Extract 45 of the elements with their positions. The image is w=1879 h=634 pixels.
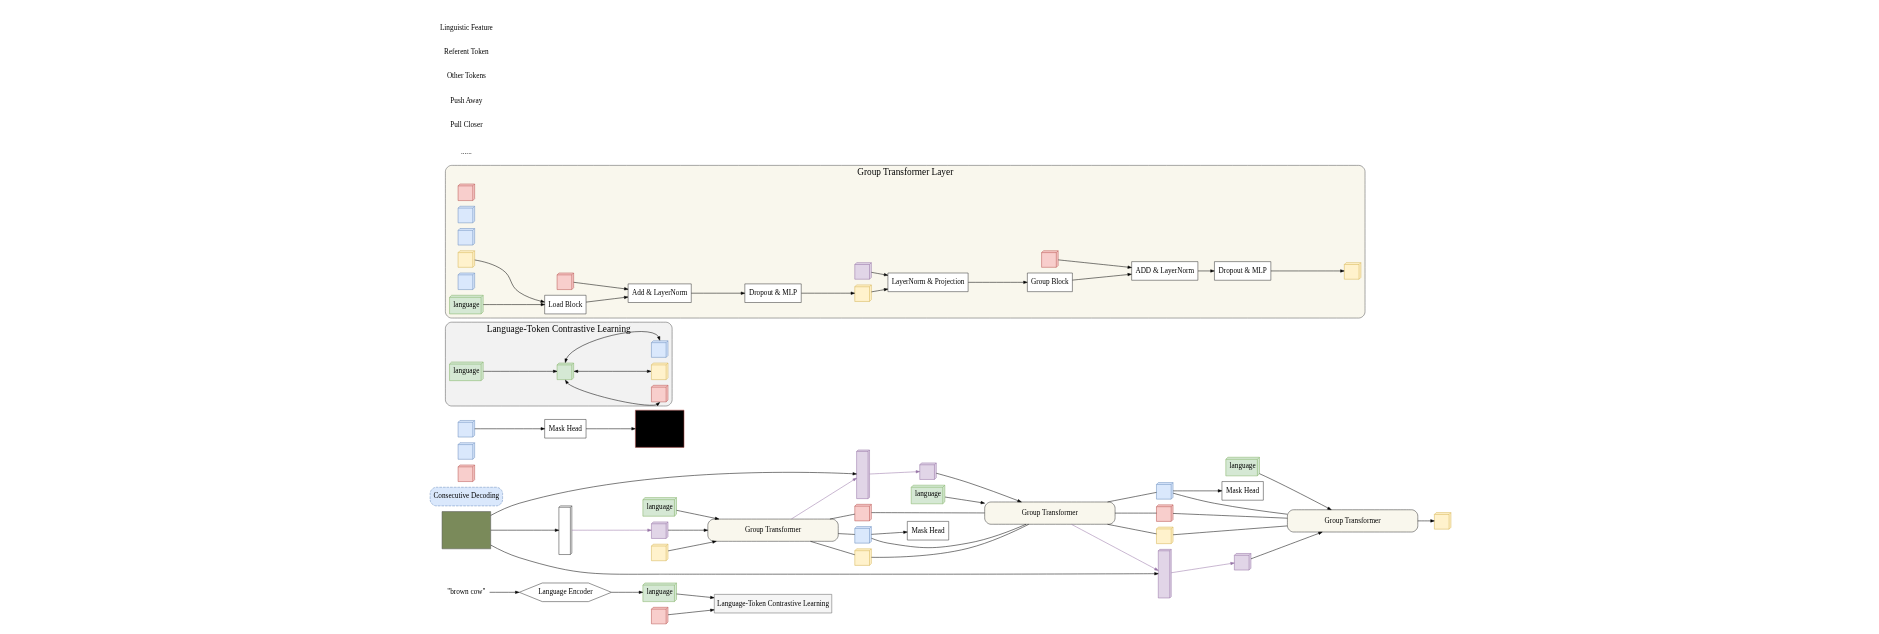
arrow [871, 530, 908, 535]
arrow [489, 590, 520, 594]
arrow [791, 477, 857, 520]
arrow [564, 331, 661, 363]
arrow [968, 280, 1028, 284]
arrow [565, 379, 660, 406]
arrow [936, 473, 1022, 503]
arrow [667, 528, 708, 532]
arrow [611, 590, 643, 594]
arrow [871, 272, 889, 277]
arrow [1270, 269, 1345, 273]
connector [871, 524, 1030, 558]
arrow [801, 291, 855, 295]
node-box [635, 409, 685, 448]
arrow [871, 288, 889, 293]
arrow [585, 427, 636, 431]
arrow [676, 510, 720, 520]
arrow [1072, 273, 1132, 281]
arrow [1071, 524, 1159, 571]
arrow [585, 295, 629, 303]
arrow [490, 528, 560, 532]
arrow [1057, 259, 1132, 269]
arrow [691, 291, 746, 295]
arrow [1417, 519, 1435, 523]
arrow [676, 593, 715, 599]
arrow [483, 303, 545, 307]
arrow [869, 470, 920, 475]
arrow [490, 544, 1159, 576]
arrow [474, 259, 545, 303]
arrow [1197, 269, 1215, 273]
arrow [573, 369, 652, 373]
arrow [1250, 531, 1323, 560]
arrow [474, 427, 545, 431]
arrow [667, 540, 717, 552]
arrow [483, 369, 558, 373]
arrow [1172, 489, 1223, 493]
arrow [1259, 473, 1332, 510]
connector [871, 524, 1027, 548]
arrow [944, 496, 985, 505]
arrow [490, 472, 857, 516]
arrow [667, 608, 715, 615]
arrow [573, 282, 629, 291]
arrow [1171, 562, 1235, 573]
node-box [441, 511, 491, 550]
arrow [571, 528, 652, 532]
